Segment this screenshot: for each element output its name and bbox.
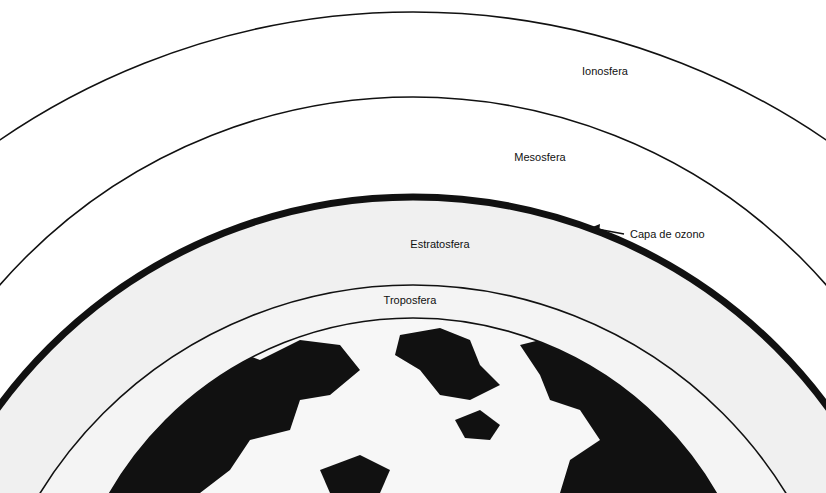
layer-label: Mesosfera: [512, 151, 567, 164]
layer-label: Estratosfera: [408, 238, 471, 251]
callout-label: Capa de ozono: [628, 228, 707, 241]
continents: [60, 328, 780, 493]
ionosphere-arc: [0, 12, 826, 493]
leader-line: [597, 229, 624, 234]
layer-label: Troposfera: [382, 294, 439, 307]
arrowhead: [590, 224, 600, 233]
troposphere-arc: [0, 285, 826, 493]
ozone-layer-arc: [0, 197, 826, 493]
layer-label: Ionosfera: [580, 65, 630, 78]
